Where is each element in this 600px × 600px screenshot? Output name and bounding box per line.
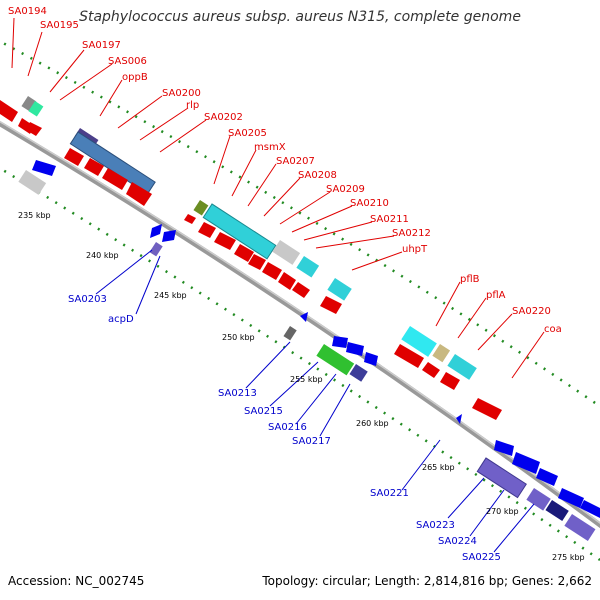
map-title: Staphylococcus aureus subsp. aureus N315… <box>79 9 521 25</box>
gene-label-msmx: msmX <box>254 142 286 153</box>
gene-label-sa0216: SA0216 <box>268 422 307 433</box>
gene-label-sa0217: SA0217 <box>292 436 331 447</box>
gene-label-sas006: SAS006 <box>108 56 147 67</box>
gene-label-sa0224: SA0224 <box>438 536 477 547</box>
topology-text: Topology: circular; Length: 2,814,816 bp… <box>262 574 592 588</box>
gene-label-sa0202: SA0202 <box>204 112 243 123</box>
gene-label-sa0207: SA0207 <box>276 156 315 167</box>
gene-label-oppb: oppB <box>122 72 148 83</box>
accession-text: Accession: NC_002745 <box>8 574 145 588</box>
gene-label-coa: coa <box>544 324 562 335</box>
gene-label-sa0225: SA0225 <box>462 552 501 563</box>
leader-lines <box>11 17 545 553</box>
kbp-label: 235 kbp <box>18 211 51 220</box>
gene-label-sa0195: SA0195 <box>40 20 79 31</box>
feature-blocks <box>21 96 477 380</box>
gene-label-sa0220: SA0220 <box>512 306 551 317</box>
kbp-label: 275 kbp <box>552 553 585 562</box>
gene-label-sa0212: SA0212 <box>392 228 431 239</box>
reverse-cds-arrows <box>18 160 600 541</box>
forward-gene-labels: SA0194 SA0195 SA0197 SAS006 oppB SA0200 … <box>8 6 562 335</box>
gene-label-sa0205: SA0205 <box>228 128 267 139</box>
kbp-labels: 235 kbp 240 kbp 245 kbp 250 kbp 255 kbp … <box>18 211 585 562</box>
forward-cds-arrows <box>0 100 502 420</box>
kbp-label: 250 kbp <box>222 333 255 342</box>
genome-backbone <box>0 120 600 529</box>
gene-label-sa0221: SA0221 <box>370 488 409 499</box>
gene-label-sa0215: SA0215 <box>244 406 283 417</box>
gene-label-sa0223: SA0223 <box>416 520 455 531</box>
kbp-label: 265 kbp <box>422 463 455 472</box>
gene-label-pflb: pflB <box>460 274 480 285</box>
gene-label-sa0200: SA0200 <box>162 88 201 99</box>
gene-label-sa0209: SA0209 <box>326 184 365 195</box>
outer-tick-ring <box>0 39 600 562</box>
gene-label-pfla: pflA <box>486 290 506 301</box>
kbp-label: 240 kbp <box>86 251 119 260</box>
gene-label-sa0194: SA0194 <box>8 6 47 17</box>
gene-label-sa0197: SA0197 <box>82 40 121 51</box>
kbp-label: 270 kbp <box>486 507 519 516</box>
gene-label-sa0203: SA0203 <box>68 294 107 305</box>
gene-label-sa0213: SA0213 <box>218 388 257 399</box>
gene-label-sa0211: SA0211 <box>370 214 409 225</box>
reverse-gene-labels: SA0203 acpD SA0213 SA0215 SA0216 SA0217 … <box>68 294 501 563</box>
kbp-label: 245 kbp <box>154 291 187 300</box>
gene-label-acpd: acpD <box>108 314 134 325</box>
gene-label-sa0208: SA0208 <box>298 170 337 181</box>
kbp-label: 260 kbp <box>356 419 389 428</box>
gene-label-rlp: rlp <box>186 100 199 111</box>
gene-label-sa0210: SA0210 <box>350 198 389 209</box>
kbp-label: 255 kbp <box>290 375 323 384</box>
gene-label-uhpt: uhpT <box>402 244 428 255</box>
